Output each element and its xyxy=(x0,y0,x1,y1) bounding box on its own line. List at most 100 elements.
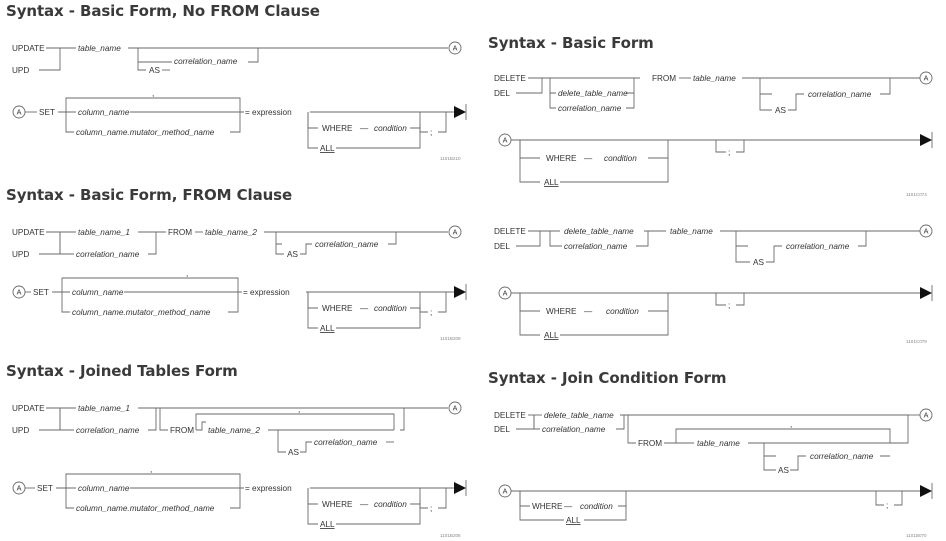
term-correlation-name: correlation_name xyxy=(314,438,378,447)
kw-all: ALL xyxy=(320,520,335,529)
end-of-statement-arrow xyxy=(454,106,466,118)
term-correlation-name: correlation_name xyxy=(174,57,238,66)
term-table-name-2: table_name_2 xyxy=(205,228,257,237)
kw-where: WHERE xyxy=(322,500,353,509)
connector-a xyxy=(919,224,933,238)
kw-delete: DELETE xyxy=(494,411,526,420)
connector-label: A xyxy=(17,288,22,297)
kw-semicolon: ; xyxy=(430,128,432,137)
kw-update: UPDATE xyxy=(12,228,45,237)
term-table-name-1: table_name_1 xyxy=(78,404,130,413)
connector-a xyxy=(448,41,462,55)
kw-set: SET xyxy=(39,108,55,117)
term-delete-table-name: delete_table_name xyxy=(544,411,614,420)
kw-update: UPDATE xyxy=(12,404,45,413)
kw-delete: DELETE xyxy=(494,227,526,236)
kw-semicolon: ; xyxy=(728,301,730,310)
kw-comma: , xyxy=(298,405,300,414)
kw-where: WHERE xyxy=(532,502,563,511)
diagram-delete-basic: DELETE DEL delete_table_name correlation… xyxy=(494,71,933,197)
kw-comma: , xyxy=(152,89,154,98)
end-of-statement-arrow xyxy=(454,286,466,298)
connector-label: A xyxy=(453,404,458,413)
kw-upd: UPD xyxy=(12,250,29,259)
kw-del: DEL xyxy=(494,89,510,98)
kw-comma: , xyxy=(150,465,152,474)
connector-label: A xyxy=(503,289,508,298)
term-condition: condition xyxy=(604,154,637,163)
kw-where: WHERE xyxy=(546,307,577,316)
kw-semicolon: ; xyxy=(430,308,432,317)
kw-where: WHERE xyxy=(322,124,353,133)
kw-all: ALL xyxy=(544,331,559,340)
kw-dash: — xyxy=(360,304,369,313)
term-column-mutator: column_name.mutator_method_name xyxy=(76,128,215,137)
section-title-delete-join: Syntax - Join Condition Form xyxy=(488,369,727,387)
term-column-mutator: column_name.mutator_method_name xyxy=(76,504,215,513)
kw-from: FROM xyxy=(638,439,662,448)
kw-as: AS xyxy=(775,106,786,115)
term-correlation-name: correlation_name xyxy=(76,426,140,435)
term-column-name: column_name xyxy=(72,288,124,297)
diagram-update-joined: UPDATE UPD table_name_1 correlation_name… xyxy=(12,401,467,538)
kw-as: AS xyxy=(149,66,160,75)
term-table-name-1: table_name_1 xyxy=(78,228,130,237)
section-title-update-from: Syntax - Basic Form, FROM Clause xyxy=(6,186,293,204)
kw-dash: — xyxy=(584,154,593,163)
kw-from: FROM xyxy=(168,228,192,237)
term-column-mutator: column_name.mutator_method_name xyxy=(72,308,211,317)
term-condition: condition xyxy=(606,307,639,316)
connector-label: A xyxy=(17,108,22,117)
section-title-update-joined: Syntax - Joined Tables Form xyxy=(6,362,238,380)
term-table-name: table_name xyxy=(697,439,740,448)
kw-all: ALL xyxy=(544,178,559,187)
term-correlation-name: correlation_name xyxy=(564,242,628,251)
figure-id: 1101B210 xyxy=(440,156,461,161)
kw-from: FROM xyxy=(170,426,194,435)
kw-dash: — xyxy=(360,124,369,133)
diagram-update-from: UPDATE UPD table_name_1 correlation_name… xyxy=(12,225,467,341)
end-of-statement-arrow xyxy=(920,287,932,299)
connector-label: A xyxy=(924,74,929,83)
term-column-name: column_name xyxy=(78,484,130,493)
kw-where: WHERE xyxy=(546,154,577,163)
kw-semicolon: ; xyxy=(728,148,730,157)
term-correlation-name: correlation_name xyxy=(558,104,622,113)
kw-comma: , xyxy=(790,420,792,429)
kw-equals-expression: = expression xyxy=(245,484,292,493)
end-of-statement-arrow xyxy=(454,482,466,494)
kw-semicolon: ; xyxy=(430,504,432,513)
connector-label: A xyxy=(924,411,929,420)
connector-a xyxy=(448,401,462,415)
term-correlation-name: correlation_name xyxy=(810,452,874,461)
figure-id: 1101C074 xyxy=(906,192,927,197)
figure-id: 1101B206 xyxy=(440,533,461,538)
kw-dash: — xyxy=(564,502,573,511)
kw-upd: UPD xyxy=(12,426,29,435)
term-correlation-name: correlation_name xyxy=(786,242,850,251)
connector-label: A xyxy=(453,228,458,237)
kw-all: ALL xyxy=(566,516,581,525)
term-condition: condition xyxy=(374,304,407,313)
kw-all: ALL xyxy=(320,324,335,333)
term-table-name-2: table_name_2 xyxy=(208,426,260,435)
connector-a xyxy=(919,71,933,85)
kw-set: SET xyxy=(37,484,53,493)
kw-equals-expression: = expression xyxy=(245,108,292,117)
figure-id: 1101C079 xyxy=(906,339,927,344)
end-of-statement-arrow xyxy=(920,134,932,146)
figure-id: 1101B070 xyxy=(906,533,927,538)
kw-from: FROM xyxy=(652,74,676,83)
kw-set: SET xyxy=(33,288,49,297)
section-title-update-no-from: Syntax - Basic Form, No FROM Clause xyxy=(6,2,320,20)
term-condition: condition xyxy=(580,502,613,511)
figure-id: 1101B209 xyxy=(440,336,461,341)
end-of-statement-arrow xyxy=(920,485,932,497)
kw-upd: UPD xyxy=(12,66,29,75)
term-delete-table-name: delete_table_name xyxy=(558,89,628,98)
term-condition: condition xyxy=(374,124,407,133)
term-correlation-name: correlation_name xyxy=(76,250,140,259)
kw-equals-expression: = expression xyxy=(243,288,290,297)
connector-a xyxy=(448,225,462,239)
